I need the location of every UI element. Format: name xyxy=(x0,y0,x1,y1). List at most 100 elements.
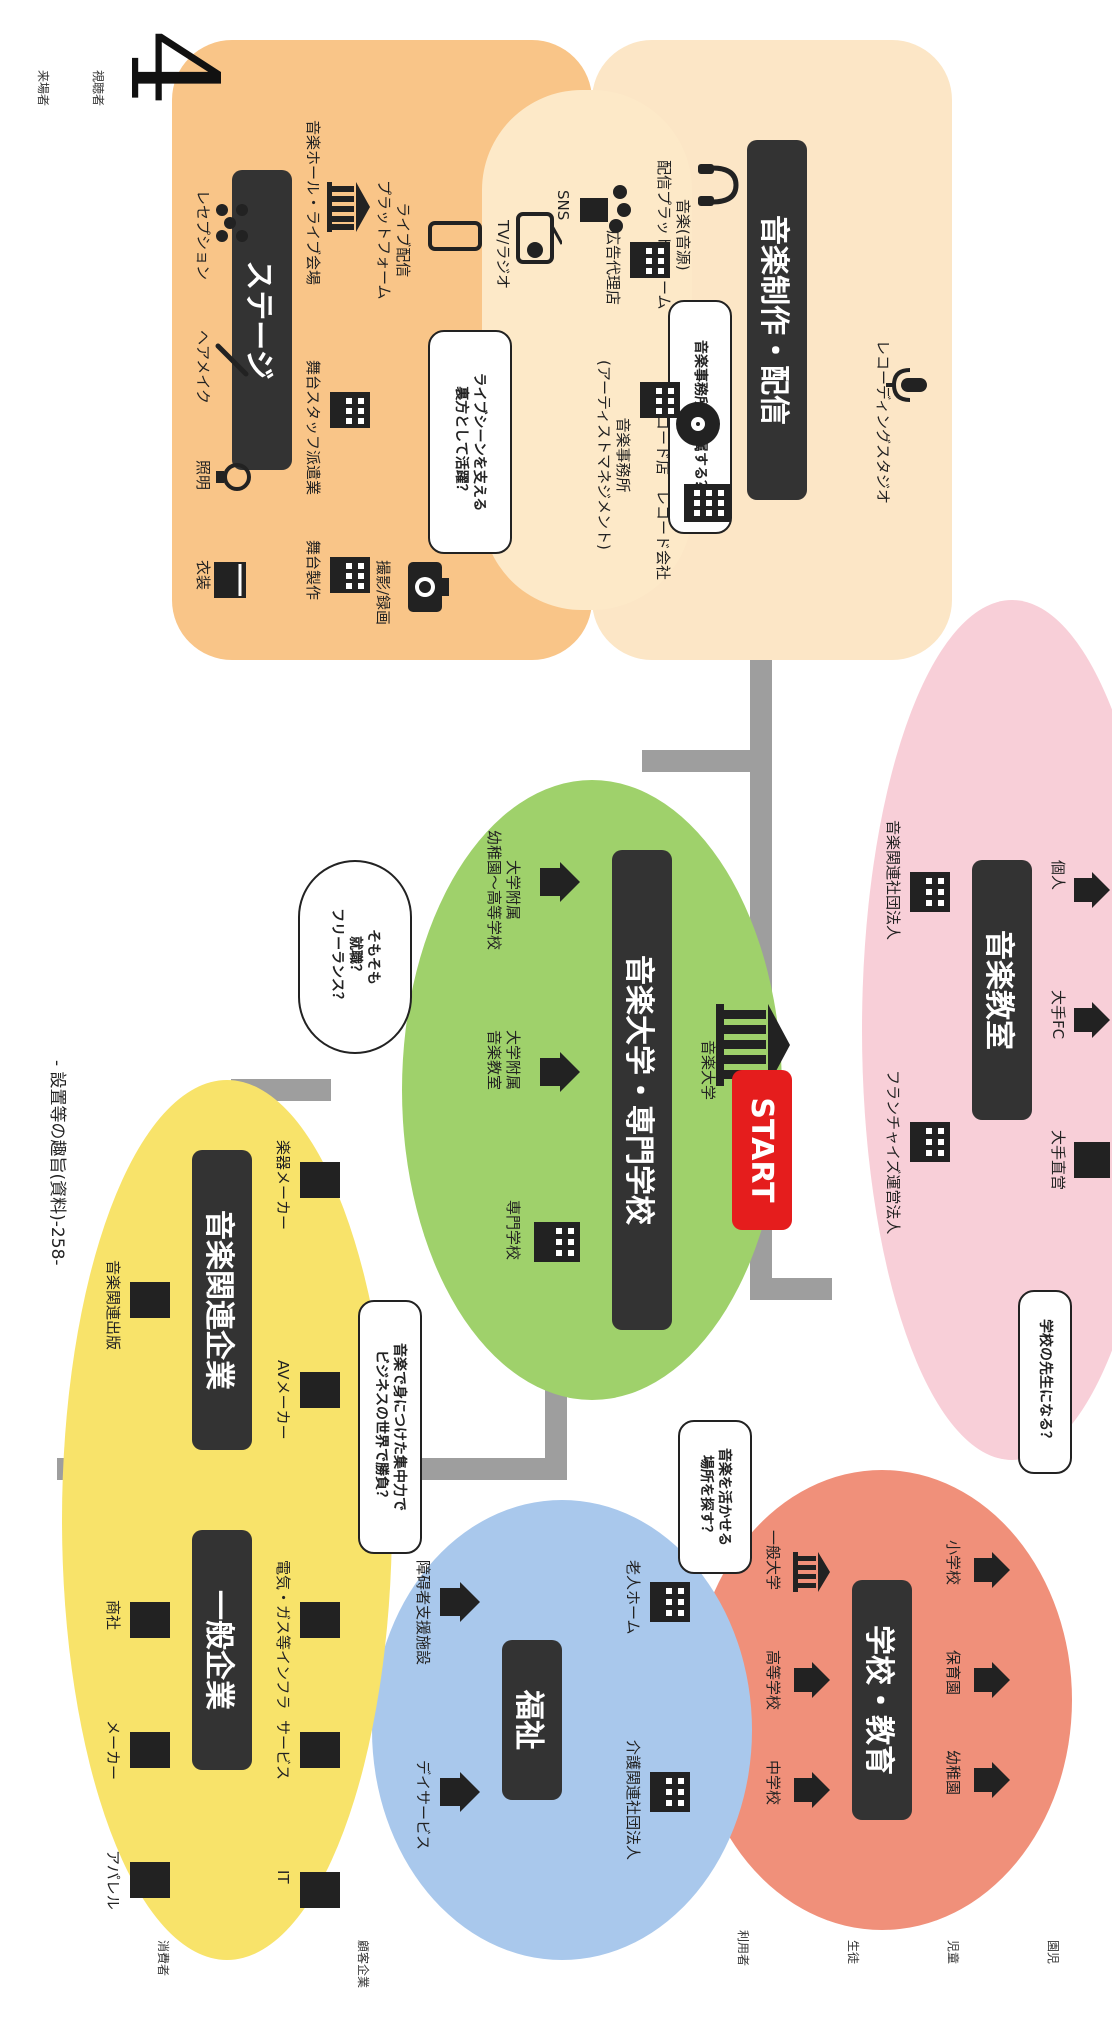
maker-label: メーカー xyxy=(103,1720,122,1780)
av-maker-office-icon xyxy=(298,1370,342,1410)
it-office-icon xyxy=(298,1870,342,1910)
franchise-building-icon xyxy=(908,1120,952,1164)
road-univ-to-top xyxy=(642,750,772,772)
apparel-label: アパレル xyxy=(103,1850,122,1910)
clients-label: 顧客企業 xyxy=(355,1940,372,1988)
company-bubble: 音楽で身につけた集中力で ビジネスの世界で勝負？ xyxy=(358,1300,422,1554)
page-footer: - 設置等の趣旨(資料)-258- xyxy=(47,1060,72,1266)
care-corp-label: 介護関連社団法人 xyxy=(623,1740,642,1860)
freelance-bubble: そもそも 就職？ フリーランス？ xyxy=(298,860,412,1054)
costume-icon xyxy=(212,560,252,600)
individual-house-icon xyxy=(1072,870,1112,910)
users-label: 利用者 xyxy=(735,1930,752,1966)
reception-label: レセプション xyxy=(193,190,212,280)
kindergarten-label: 幼稚園 xyxy=(943,1750,962,1795)
welfare-title: 福祉 xyxy=(502,1640,562,1800)
photo-video-label: 撮影/録画 xyxy=(373,560,392,625)
record-company-building-icon xyxy=(682,480,732,526)
school-bubble: 学校の先生になる？ xyxy=(1018,1290,1072,1474)
live-platform-label: ライブ配信 プラットフォーム xyxy=(375,180,413,300)
vocational-building-icon xyxy=(532,1220,582,1264)
pupils-label: 児童 xyxy=(945,1940,962,1964)
it-label: IT xyxy=(273,1870,292,1884)
general-univ-label: 一般大学 xyxy=(763,1530,782,1590)
consumers-label: 消費者 xyxy=(155,1940,172,1976)
agency-label: 音楽事務所 (アーティストマネジメント) xyxy=(595,360,633,550)
major-direct-building-icon xyxy=(1072,1140,1112,1180)
apparel-office-icon xyxy=(128,1860,172,1900)
day-service-house-icon xyxy=(438,1770,482,1814)
junior-high-house-icon xyxy=(792,1770,832,1810)
music-publisher-office-icon xyxy=(128,1280,172,1320)
day-service-label: デイサービス xyxy=(413,1760,432,1850)
smartphone-icon xyxy=(428,220,482,252)
vocational-label: 専門学校 xyxy=(503,1200,522,1260)
headphones-icon xyxy=(694,160,742,210)
reception-people-icon xyxy=(212,200,252,246)
university-title: 音楽大学・専門学校 xyxy=(612,850,672,1330)
trading-label: 商社 xyxy=(103,1600,122,1630)
major-fc-label: 大手FC xyxy=(1048,990,1067,1039)
lighting-label: 照明 xyxy=(193,460,212,490)
start-sign: START xyxy=(732,1070,792,1230)
care-corp-building-icon xyxy=(648,1770,692,1814)
stage-staff-label: 舞台スタッフ派遣業 xyxy=(303,360,322,495)
general-company-title: 一般企業 xyxy=(192,1530,252,1770)
disability-label: 障碍者支援施設 xyxy=(413,1560,432,1665)
utilities-label: 電気・ガス等インフラ xyxy=(273,1560,292,1710)
ad-agency-label: 広告代理店 xyxy=(603,230,622,305)
major-fc-house-icon xyxy=(1072,1000,1112,1040)
service-office-icon xyxy=(298,1730,342,1770)
music-corp-building-icon xyxy=(908,870,952,914)
ad-agency-building-icon xyxy=(628,240,672,280)
hair-makeup-label: ヘアメイク xyxy=(193,330,212,404)
music-corp-label: 音楽関連社団法人 xyxy=(883,820,902,940)
tv-radio-icon xyxy=(514,210,562,266)
high-school-house-icon xyxy=(792,1660,832,1700)
high-school-label: 高等学校 xyxy=(763,1650,782,1710)
students-label: 生徒 xyxy=(845,1940,862,1964)
stage-bubble: ライブシーンを支える 裏方として活躍？ xyxy=(428,330,512,554)
franchise-corp-label: フランチャイズ運営法人 xyxy=(883,1070,902,1234)
music-company-title: 音楽関連企業 xyxy=(192,1150,252,1450)
elementary-label: 小学校 xyxy=(943,1540,962,1585)
microphone-icon xyxy=(882,360,932,410)
junior-high-label: 中学校 xyxy=(763,1760,782,1805)
nursery-label: 保育園 xyxy=(943,1650,962,1695)
sns-icon xyxy=(576,180,632,236)
individual-label: 個人 xyxy=(1048,860,1067,890)
kindergarten-house-icon xyxy=(972,1760,1012,1800)
light-bulb-icon xyxy=(212,460,252,494)
major-direct-label: 大手直営 xyxy=(1048,1130,1067,1190)
agency-building-icon xyxy=(638,380,682,420)
section-number: 4 xyxy=(112,30,232,106)
univ-schools-house-icon xyxy=(538,860,582,904)
costume-label: 衣装 xyxy=(193,560,212,590)
trading-office-icon xyxy=(128,1600,172,1640)
production-title: 音楽制作・配信 xyxy=(747,140,807,500)
visitors-label: 来場者 xyxy=(35,70,52,106)
maker-office-icon xyxy=(128,1730,172,1770)
tv-radio-label: TV/ラジオ xyxy=(493,220,512,289)
stage-production-building-icon xyxy=(328,555,372,595)
univ-lesson-house-icon xyxy=(538,1050,582,1094)
university-zone xyxy=(402,780,782,1400)
stage-staff-building-icon xyxy=(328,390,372,430)
preschool-label: 園児 xyxy=(1045,1940,1062,1964)
music-hall-label: 音楽ホール・ライブ会場 xyxy=(303,120,322,285)
stage-production-label: 舞台製作 xyxy=(303,540,322,600)
music-publisher-label: 音楽関連出版 xyxy=(103,1260,122,1350)
nursery-house-icon xyxy=(972,1660,1012,1700)
av-maker-label: AVメーカー xyxy=(273,1360,292,1440)
general-univ-building-icon xyxy=(792,1550,832,1594)
nursing-home-building-icon xyxy=(648,1580,692,1624)
music-hall-icon xyxy=(326,180,372,234)
makeup-brush-icon xyxy=(212,340,252,380)
service-label: サービス xyxy=(273,1720,292,1780)
nursing-home-label: 老人ホーム xyxy=(623,1560,642,1635)
elementary-house-icon xyxy=(972,1550,1012,1590)
instrument-maker-label: 楽器メーカー xyxy=(273,1140,292,1230)
lesson-title: 音楽教室 xyxy=(972,860,1032,1120)
